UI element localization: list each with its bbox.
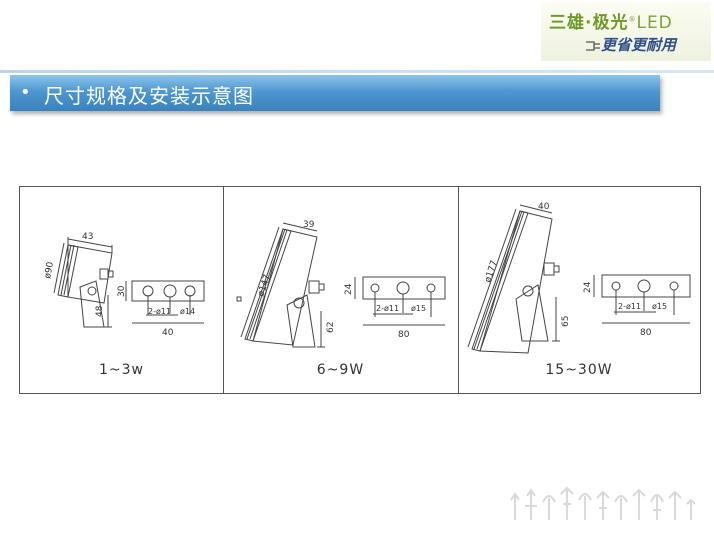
dim-diameter: ø90 — [43, 261, 56, 280]
dim-span: 40 — [162, 328, 174, 338]
caption-6-9w: 6~9W — [316, 362, 365, 378]
caption-15-30w: 15~30W — [545, 362, 613, 378]
decorative-plants-graphic — [510, 486, 696, 520]
dim-holes: 2-ø11 — [618, 302, 641, 311]
title-bullet: • — [20, 82, 31, 103]
dim-diameter: ø177 — [483, 259, 500, 284]
brand-logo: 三雄·极光®LED 更省更耐用 — [541, 3, 711, 61]
dim-width: 43 — [82, 232, 93, 242]
section-title-bar: • 尺寸规格及安装示意图 — [10, 75, 660, 111]
dim-h1: 24 — [583, 281, 593, 293]
dim-h2: 65 — [561, 316, 571, 327]
drawing-panel-15-30w: 40 ø177 24 65 2-ø11 ø15 80 15~30W — [458, 187, 700, 393]
dim-holes: 2-ø11 — [148, 307, 171, 316]
dim-h1: 24 — [344, 283, 354, 295]
header: 三雄·极光®LED 更省更耐用 — [0, 0, 714, 70]
drawing-15-30w: 40 ø177 24 65 2-ø11 ø15 80 — [467, 202, 691, 354]
logo-brand-led: LED — [636, 13, 673, 33]
dim-width: 40 — [538, 202, 550, 212]
dim-h2: 48 — [95, 305, 105, 317]
dim-holes: 2-ø11 — [376, 304, 399, 313]
dim-h2: 62 — [326, 322, 336, 333]
logo-slogan: 更省更耐用 — [601, 36, 677, 54]
drawing-1-3w: 43 ø90 30 48 2-ø11 ø14 40 — [43, 232, 205, 338]
logo-brand-cn: 三雄·极光 — [549, 13, 629, 33]
drawing-6-9w: 39 ø147 24 62 2-ø11 ø15 80 — [236, 220, 446, 348]
page-title: 尺寸规格及安装示意图 — [44, 84, 254, 108]
dim-hole2: ø14 — [180, 307, 195, 316]
dim-width: 39 — [303, 220, 315, 230]
logo-brand-text: 三雄·极光®LED — [549, 13, 673, 33]
drawing-panel-1-3w: 43 ø90 30 48 2-ø11 ø14 40 1~3w — [20, 187, 224, 393]
drawing-panel-6-9w: 39 ø147 24 62 2-ø11 ø15 80 6~9W — [223, 187, 459, 393]
dim-hole2: ø15 — [411, 304, 426, 313]
dim-h1: 30 — [117, 285, 127, 297]
dim-diameter: ø147 — [256, 273, 273, 298]
header-divider — [0, 70, 714, 73]
dim-span: 80 — [398, 330, 410, 340]
caption-1-3w: 1~3w — [99, 362, 144, 378]
plug-icon — [586, 41, 600, 51]
dim-span: 80 — [640, 328, 652, 338]
dimension-drawings: 43 ø90 30 48 2-ø11 ø14 40 1~3w — [19, 186, 701, 394]
dim-hole2: ø15 — [652, 302, 667, 311]
